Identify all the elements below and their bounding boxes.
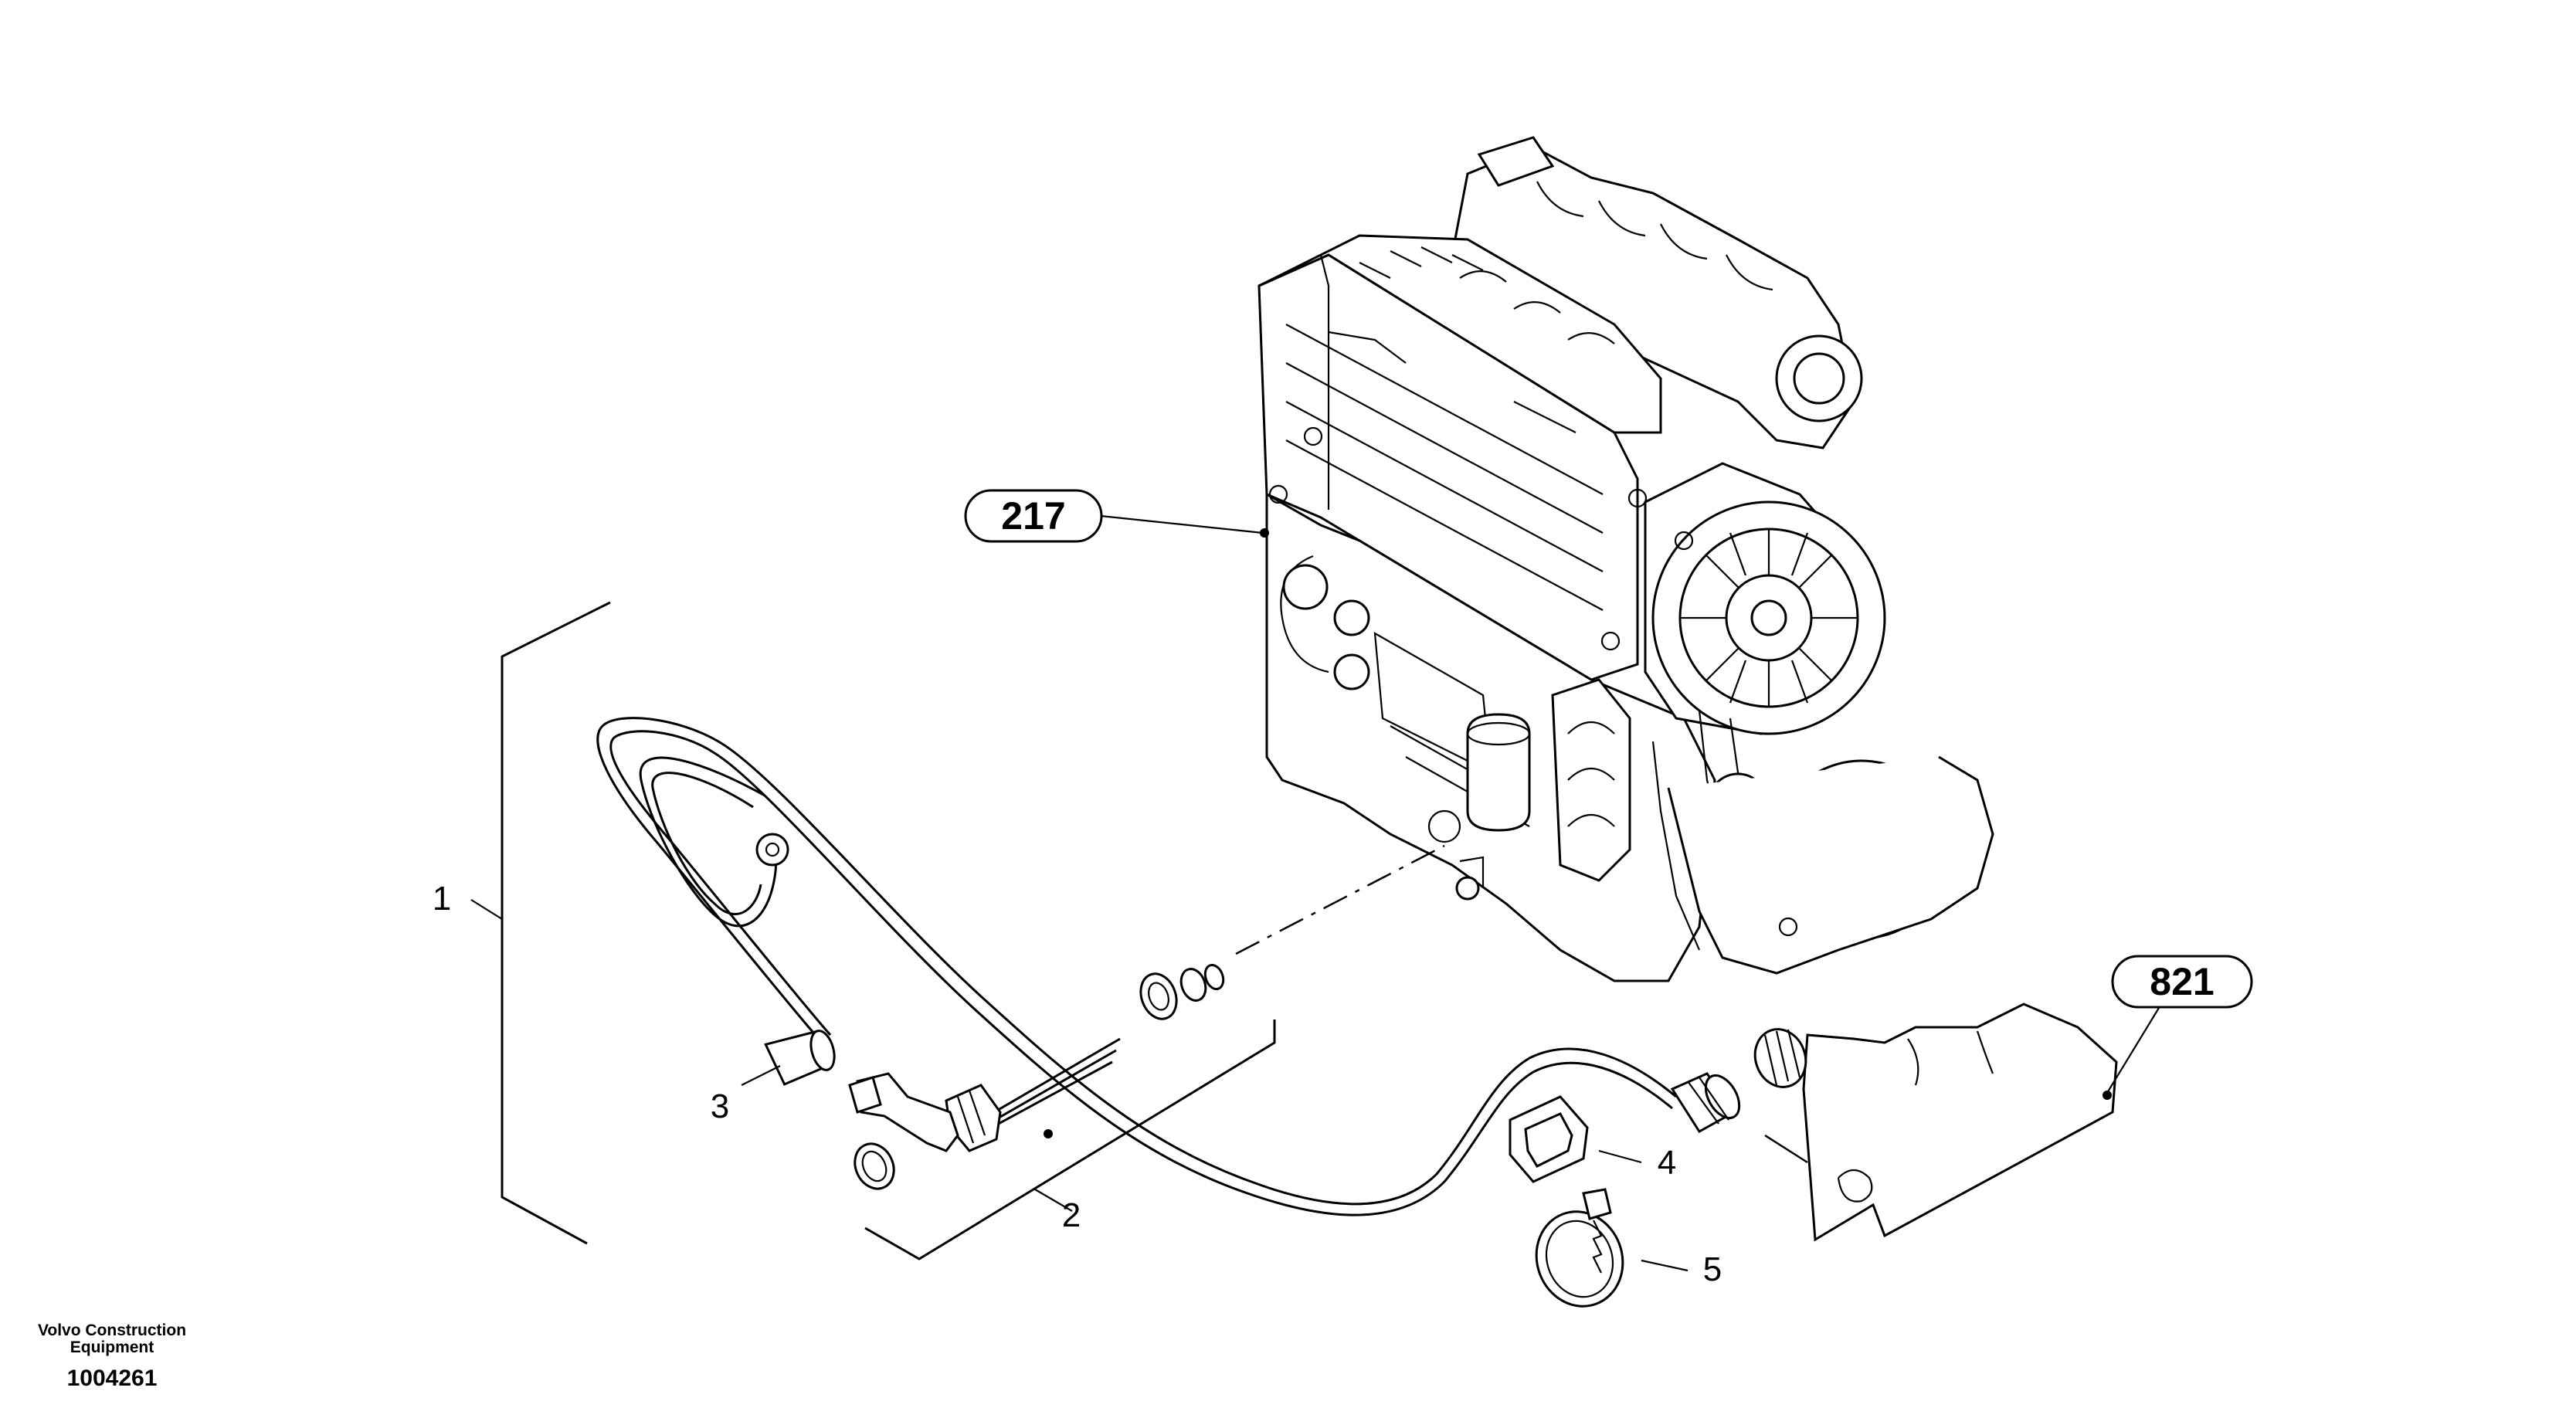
company-name-line2: Equipment xyxy=(70,1338,154,1356)
callout-3: 3 xyxy=(711,1087,729,1125)
reference-bubble-821: 821 xyxy=(2111,955,2253,1009)
document-number: 1004261 xyxy=(66,1366,158,1391)
company-name-line1: Volvo Construction xyxy=(37,1321,187,1339)
cable-harness xyxy=(596,717,1741,1216)
footer: Volvo Construction Equipment 1004261 xyxy=(23,1322,201,1392)
callout-5: 5 xyxy=(1703,1250,1722,1288)
hose-clamp xyxy=(1535,1188,1624,1308)
reference-bubble-217: 217 xyxy=(964,489,1103,543)
svg-text:821: 821 xyxy=(2150,960,2214,1003)
panel-plate xyxy=(1802,1003,2118,1242)
temperature-sensor xyxy=(848,964,1225,1190)
callout-2: 2 xyxy=(1062,1196,1081,1234)
callout-4: 4 xyxy=(1658,1144,1676,1182)
engine-illustration xyxy=(1257,136,1994,982)
grommet xyxy=(1509,1095,1589,1183)
svg-text:217: 217 xyxy=(1001,494,1065,538)
callout-1: 1 xyxy=(433,880,451,918)
